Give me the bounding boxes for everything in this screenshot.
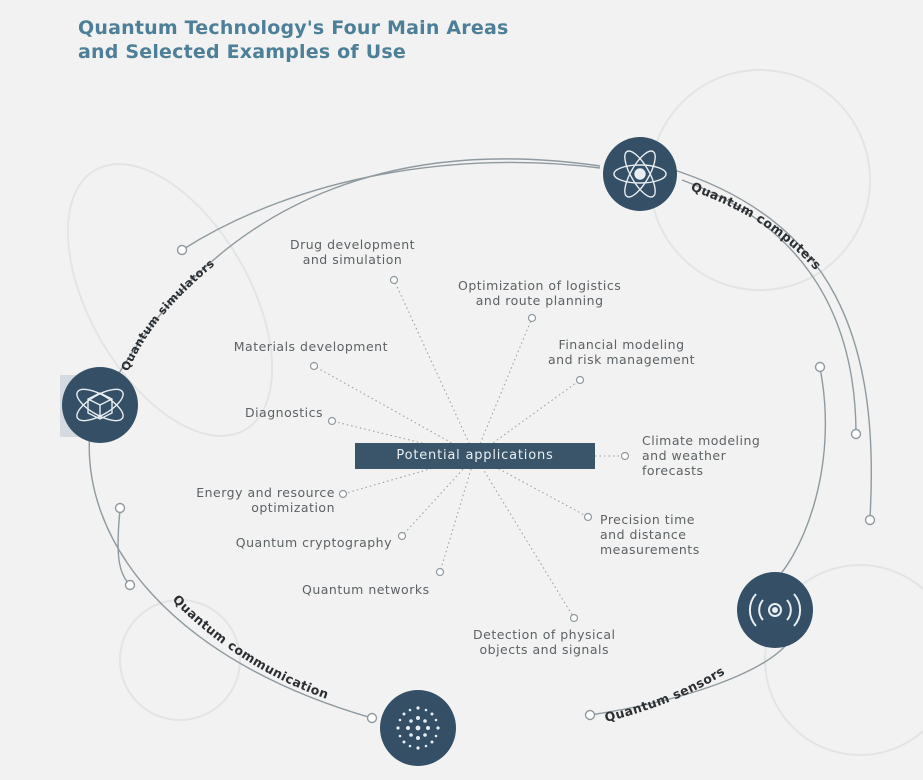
- node-quantum-computers: [603, 137, 677, 211]
- title-line-1: Quantum Technology's Four Main Areas: [78, 17, 509, 39]
- app-networks: Quantum networks: [302, 582, 430, 597]
- app-energy-line2: optimization: [251, 500, 335, 515]
- label-quantum-computers: Quantum computers: [689, 179, 825, 273]
- signal-waves-icon: [748, 593, 802, 627]
- app-materials-line1: Materials development: [233, 339, 388, 354]
- node-quantum-simulators: [60, 367, 138, 443]
- app-detection: Detection of physical objects and signal…: [473, 627, 615, 657]
- ring-arc-top-right: [681, 179, 857, 433]
- app-financial-line1: Financial modeling: [558, 337, 685, 352]
- app-energy-line1: Energy and resource: [196, 485, 335, 500]
- app-cryptography-line1: Quantum cryptography: [235, 535, 392, 550]
- app-logistics-line1: Optimization of logistics: [458, 278, 622, 293]
- label-quantum-simulators: Quantum simulators: [118, 256, 217, 373]
- app-diagnostics-line1: Diagnostics: [244, 405, 323, 420]
- node-quantum-sensors: [737, 572, 813, 648]
- potential-applications-box: Potential applications: [355, 443, 595, 469]
- app-precision: Precision time and distance measurements: [600, 512, 700, 557]
- ring-arc-right: [769, 367, 827, 586]
- app-cryptography: Quantum cryptography: [160, 535, 392, 550]
- app-precision-line2: and distance: [600, 527, 687, 542]
- app-precision-line1: Precision time: [600, 512, 695, 527]
- cube-atom-icon: [76, 388, 124, 422]
- ring-arc-left-inner: [117, 509, 131, 586]
- app-drug-development: Drug development and simulation: [290, 237, 415, 267]
- ring-arc-left: [88, 429, 373, 719]
- title-line-2: and Selected Examples of Use: [78, 41, 406, 63]
- potential-applications-label: Potential applications: [396, 448, 554, 463]
- label-quantum-communication: Quantum communication: [170, 592, 331, 702]
- app-networks-line1: Quantum networks: [302, 582, 430, 597]
- app-detection-line2: objects and signals: [479, 642, 609, 657]
- ring-arc-bottom-right: [589, 639, 791, 716]
- app-financial: Financial modeling and risk management: [548, 337, 695, 367]
- app-diagnostics: Diagnostics: [190, 405, 323, 420]
- dot-grid-icon: [396, 706, 440, 750]
- app-climate-line2: and weather: [642, 448, 727, 463]
- app-logistics: Optimization of logistics and route plan…: [458, 278, 621, 308]
- diagram-title: Quantum Technology's Four Main Areas and…: [78, 16, 508, 64]
- app-drug-line2: and simulation: [302, 252, 403, 267]
- atom-icon: [613, 150, 667, 198]
- app-climate: Climate modeling and weather forecasts: [642, 433, 760, 478]
- app-climate-line1: Climate modeling: [642, 433, 761, 448]
- label-quantum-sensors: Quantum sensors: [603, 663, 727, 725]
- app-financial-line2: and risk management: [548, 352, 696, 367]
- app-detection-line1: Detection of physical: [473, 627, 616, 642]
- app-climate-line3: forecasts: [642, 463, 704, 478]
- node-quantum-communication: [380, 690, 456, 766]
- app-materials: Materials development: [178, 339, 388, 354]
- app-drug-line1: Drug development: [290, 237, 416, 252]
- app-precision-line3: measurements: [600, 542, 700, 557]
- app-logistics-line2: and route planning: [475, 293, 604, 308]
- app-energy: Energy and resource optimization: [140, 485, 335, 515]
